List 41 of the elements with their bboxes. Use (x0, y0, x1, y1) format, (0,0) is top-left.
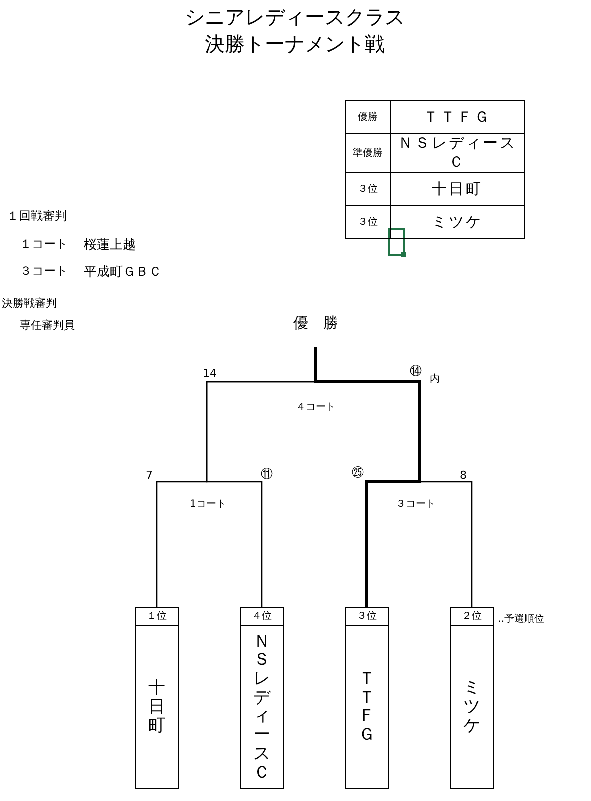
court-label: ３コート (396, 498, 436, 511)
note-label: ‥予選順位 (498, 613, 545, 626)
note-label: 内 (430, 372, 440, 386)
referee-team: 平成町ＧＢＣ (84, 264, 162, 281)
team-name-cell: ＮＳレディースＣ (390, 134, 524, 172)
score-label: 14 (203, 367, 217, 380)
team-name-cell: ＴＴＦＧ (390, 100, 524, 134)
score-label: ⑭ (410, 363, 422, 380)
team-name-cell: ミツケ (390, 206, 524, 238)
team-card (135, 607, 179, 789)
rank-label-cell: ３位 (346, 206, 390, 238)
winner-heading: 優 勝 (288, 314, 344, 347)
team-name: ＴＴＦＧ (358, 670, 376, 745)
court-label: １コート (20, 236, 68, 253)
seed-rank: ３位 (346, 608, 388, 626)
team-name: ミツケ (464, 679, 480, 736)
rank-label-cell: 準優勝 (346, 134, 390, 172)
team-card (450, 607, 494, 789)
team-card (345, 607, 389, 789)
court-label: ３コート (20, 263, 68, 280)
referee-team: 桜蓮上越 (84, 237, 136, 254)
score-label: 8 (460, 469, 467, 482)
score-label: ㉕ (352, 466, 364, 480)
team-name: ＮＳレディースＣ (254, 632, 270, 782)
section-heading: 決勝戦審判 (2, 296, 57, 311)
seed-rank: ２位 (451, 608, 493, 626)
bracket-line (314, 347, 422, 607)
rank-label-cell: ３位 (346, 172, 390, 206)
referee-name: 専任審判員 (20, 318, 75, 333)
team-name-cell: 十日町 (390, 172, 524, 206)
seed-rank: ４位 (241, 608, 283, 626)
team-name: 十日町 (148, 679, 166, 736)
section-heading: １回戦審判 (7, 208, 67, 225)
score-label: 7 (146, 469, 153, 482)
rank-label-cell: 優勝 (346, 100, 390, 134)
court-label: 1コート (190, 498, 226, 511)
team-card (240, 607, 284, 789)
seed-rank: １位 (136, 608, 178, 626)
title: シニアレディースクラス決勝トーナメント戦 (184, 4, 406, 58)
score-label: ⑪ (261, 466, 273, 483)
court-label: ４コート (296, 401, 336, 414)
